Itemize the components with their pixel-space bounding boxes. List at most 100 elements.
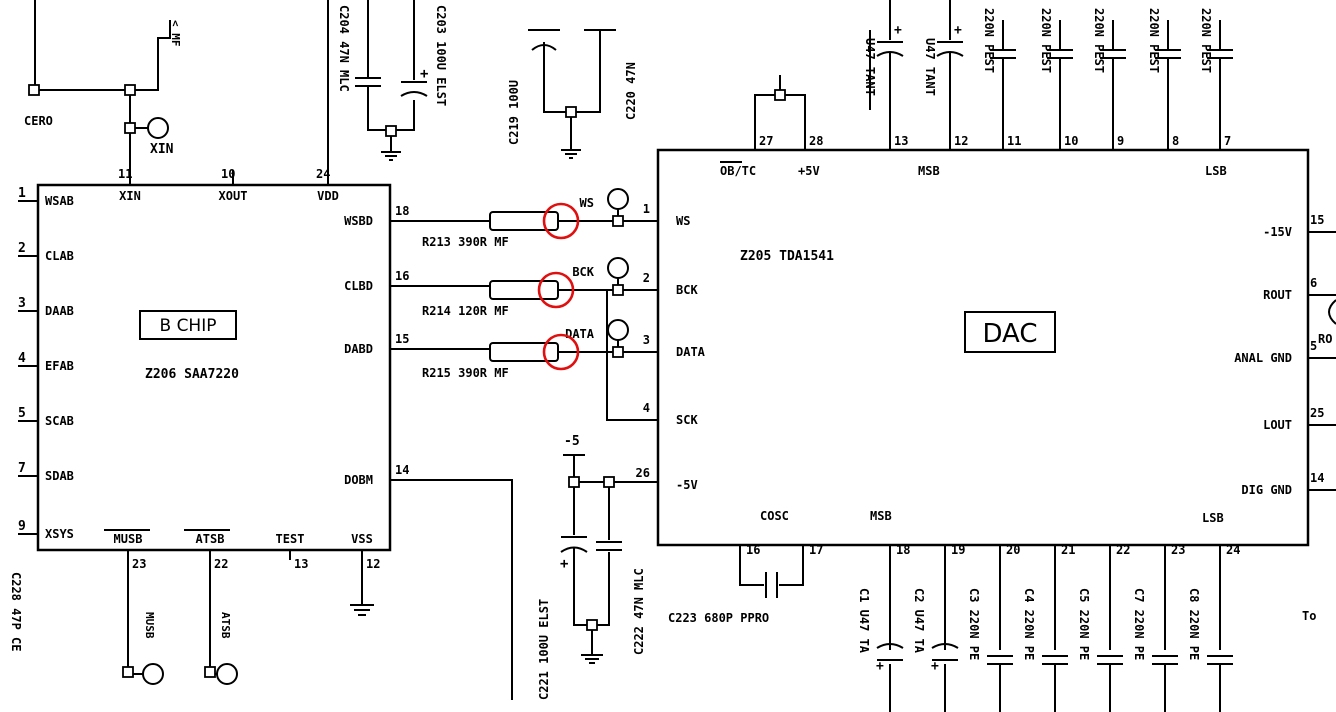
dac-top-pin-num: 27 bbox=[759, 134, 773, 148]
b-chip-top-pin-num: 24 bbox=[316, 167, 330, 181]
dac-right-pin-num: 5 bbox=[1310, 339, 1317, 353]
b-chip-top-pin-label: XOUT bbox=[219, 189, 248, 203]
junction bbox=[124, 122, 136, 134]
signal-wire-in bbox=[390, 348, 491, 352]
junction bbox=[124, 84, 136, 96]
vss-ground bbox=[350, 550, 374, 616]
resistor-label: R213 390R MF bbox=[422, 235, 509, 249]
test-point-data bbox=[607, 319, 629, 341]
dac-name: DAC bbox=[982, 319, 1037, 349]
dac-left-pin-num: 2 bbox=[643, 271, 650, 285]
cap-plus: + bbox=[876, 659, 884, 674]
bottom-cap-label: C2 U47 TA bbox=[912, 588, 926, 654]
c222-label: C222 47N MLC bbox=[632, 568, 646, 655]
dac-right-pin-label: LOUT bbox=[1263, 418, 1292, 432]
b-chip-left-pin-label: WSAB bbox=[45, 194, 74, 208]
b-chip-top-pin-num: 11 bbox=[118, 167, 132, 181]
xin-test-label: XIN bbox=[150, 142, 174, 157]
c219-c220: C219 100U C220 47N bbox=[507, 29, 638, 159]
dac-top-pin-num: 10 bbox=[1064, 134, 1078, 148]
dac-right-pin-num: 14 bbox=[1310, 471, 1324, 485]
highlight-markers bbox=[537, 202, 580, 371]
svg-text:+: + bbox=[420, 66, 428, 82]
b-chip-bottom-pin-label: ATSB bbox=[196, 532, 225, 546]
c228-label: C228 47P CE bbox=[9, 572, 23, 651]
cap-plate-curved bbox=[876, 643, 904, 649]
vdd-decoupling: + C204 47N MLC C203 100U ELST bbox=[327, 0, 448, 185]
cap-plus: + bbox=[931, 659, 939, 674]
junction bbox=[612, 215, 624, 227]
mf-fragment: < MF bbox=[169, 20, 182, 47]
dac-bottom-pin-num: 24 bbox=[1226, 543, 1240, 557]
dac-top-pin-num: 11 bbox=[1007, 134, 1021, 148]
signal-wire-in bbox=[390, 285, 491, 290]
dac-top-pin-num: 12 bbox=[954, 134, 968, 148]
resistor-label: R214 120R MF bbox=[422, 304, 509, 318]
b-chip-right-pin-num: 16 bbox=[395, 269, 409, 283]
b-chip-left-pin-label: CLAB bbox=[45, 249, 74, 263]
b-chip-name-box bbox=[139, 310, 237, 340]
dac-top-pin-num: 28 bbox=[809, 134, 823, 148]
junction bbox=[612, 346, 624, 358]
dac-right-fragment: RO bbox=[1318, 332, 1332, 346]
dac-left-pin-num: 1 bbox=[643, 202, 650, 216]
dac-bottom-pin-label: LSB bbox=[1202, 511, 1224, 525]
cap-plate-curved bbox=[931, 643, 959, 649]
b-chip-left-pin-label: EFAB bbox=[45, 359, 74, 373]
b-chip-left-pin-num: 3 bbox=[18, 296, 26, 311]
junction bbox=[28, 84, 40, 96]
dac-bottom-pin-label: MSB bbox=[870, 509, 892, 523]
c203-label: C203 100U ELST bbox=[434, 5, 448, 106]
c204-label: C204 47N MLC bbox=[337, 5, 351, 92]
cap-plus: + bbox=[954, 23, 962, 38]
rout-fragment bbox=[1328, 299, 1336, 325]
b-chip-bottom-pin-label: TEST bbox=[276, 532, 305, 546]
dac-right-pin-num: 6 bbox=[1310, 276, 1317, 290]
cosc-cap: C223 680P PPRO bbox=[668, 545, 804, 625]
bottom-cap-label: C5 220N PE bbox=[1077, 588, 1091, 660]
pest-cap-label: 220N PEST bbox=[982, 8, 996, 73]
b-chip-bottom-pin-num: 22 bbox=[214, 557, 228, 571]
dac-top-pin-num: 13 bbox=[894, 134, 908, 148]
dac-body bbox=[656, 148, 1310, 547]
dac-right-pin-label: ROUT bbox=[1263, 288, 1292, 302]
resistor-body bbox=[489, 280, 559, 300]
b-chip-left-pin-label: XSYS bbox=[45, 527, 74, 541]
b-chip-right-pin-label: WSBD bbox=[344, 214, 373, 228]
bottom-cap-label: C8 220N PE bbox=[1187, 588, 1201, 660]
dac-left-pin-num: 4 bbox=[643, 401, 650, 415]
u47a-label: U47 TANT bbox=[863, 38, 877, 96]
b-chip-left-pin-num: 1 bbox=[18, 186, 26, 201]
junction bbox=[774, 89, 786, 101]
dac-bottom-pin-num: 22 bbox=[1116, 543, 1130, 557]
resistor-label: R215 390R MF bbox=[422, 366, 509, 380]
highlight-ring-bck bbox=[537, 271, 575, 309]
dac-bottom-pin-num: 18 bbox=[896, 543, 910, 557]
b-chip-bottom-pin-label: VSS bbox=[351, 532, 373, 546]
cero-label: CERO bbox=[24, 114, 53, 128]
b-chip-left-pin-num: 5 bbox=[18, 406, 26, 421]
b-chip-left-pin-label: SDAB bbox=[45, 469, 74, 483]
b-chip-right-pin-label: CLBD bbox=[344, 279, 373, 293]
pest-cap-label: 220N PEST bbox=[1147, 8, 1161, 73]
junction bbox=[612, 284, 624, 296]
test-point-xin bbox=[147, 117, 169, 139]
bottom-cap-label: C1 U47 TA bbox=[857, 588, 871, 654]
dac-name-box bbox=[964, 311, 1056, 353]
svg-text:+: + bbox=[560, 556, 568, 572]
pest-cap-label: 220N PEST bbox=[1092, 8, 1106, 73]
dac-chip: DAC Z205 TDA1541 1WS2BCK3DATA4SCK26-5V15… bbox=[636, 130, 1336, 623]
dac-top-pin-label: LSB bbox=[1205, 164, 1227, 178]
atsb-label: ATSB bbox=[219, 612, 232, 639]
b-chip-bottom-pin-label: MUSB bbox=[114, 532, 143, 546]
musb-label: MUSB bbox=[143, 612, 156, 639]
b-chip-name: B CHIP bbox=[160, 316, 217, 336]
test-point-label: BCK bbox=[572, 265, 594, 279]
dac-right-pin-num: 15 bbox=[1310, 213, 1324, 227]
to-fragment: To bbox=[1302, 609, 1316, 623]
pest-cap-label: 220N PEST bbox=[1039, 8, 1053, 73]
b-chip-left-pin-num: 4 bbox=[18, 351, 26, 366]
